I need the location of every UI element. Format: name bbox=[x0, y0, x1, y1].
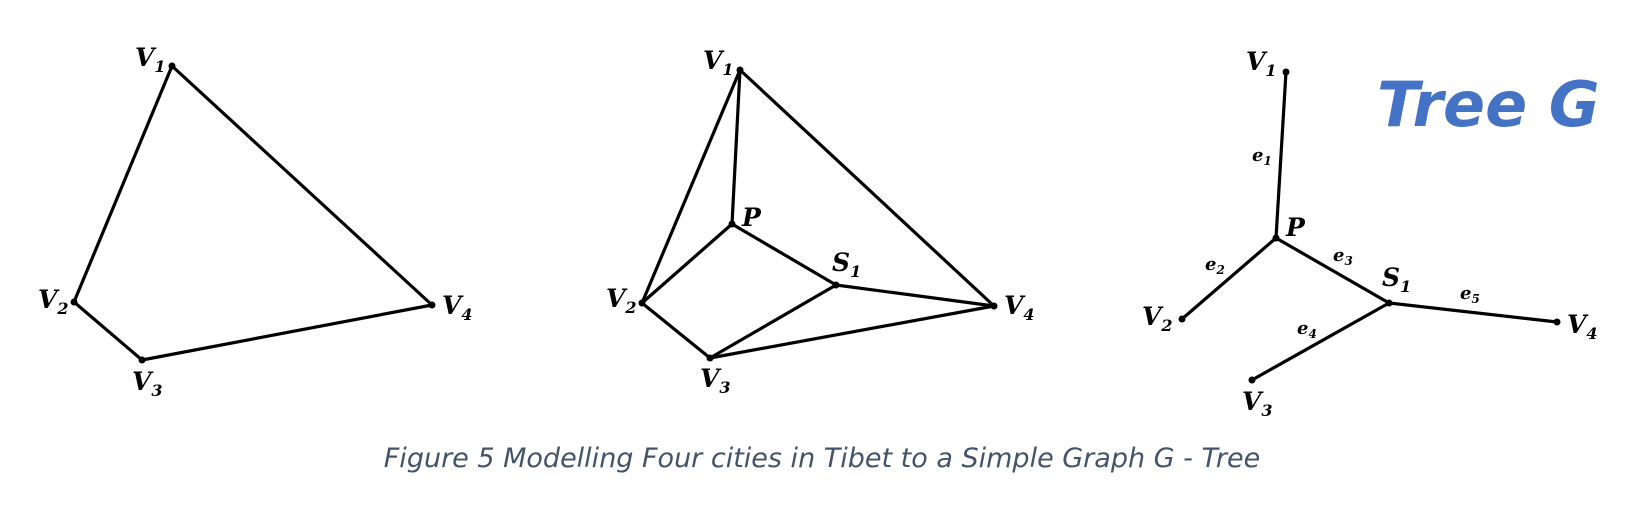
edge-v1-v2 bbox=[640, 68, 742, 305]
figure-caption: Figure 5 Modelling Four cities in Tibet … bbox=[383, 443, 1261, 474]
edge-v3-v4 bbox=[140, 303, 434, 362]
edge-e5 bbox=[1387, 301, 1559, 324]
label-e5: e5 bbox=[1460, 283, 1480, 306]
vertex-v1 bbox=[168, 62, 176, 70]
vertex-v2 bbox=[70, 298, 78, 306]
tree-title: Tree G bbox=[1377, 68, 1600, 141]
edge-v1-v2 bbox=[72, 64, 174, 304]
edge-s1-v4 bbox=[834, 283, 996, 308]
label-e1: e1 bbox=[1252, 145, 1272, 168]
label-v1: V1 bbox=[135, 43, 166, 76]
vertex-s1 bbox=[1385, 299, 1393, 307]
edge-e3 bbox=[1274, 236, 1391, 305]
diagram-quadrilateral: V1 V2 V3 V4 bbox=[38, 43, 473, 400]
label-e3: e3 bbox=[1333, 245, 1353, 268]
vertex-v3 bbox=[706, 354, 714, 362]
label-e2: e2 bbox=[1205, 254, 1225, 277]
label-v2: V2 bbox=[606, 284, 637, 317]
edge-v4-v1 bbox=[170, 64, 434, 307]
vertex-p bbox=[1272, 234, 1280, 242]
label-p: P bbox=[1285, 213, 1306, 242]
vertex-s1 bbox=[832, 281, 840, 289]
label-v3: V3 bbox=[132, 367, 163, 400]
label-v3: V3 bbox=[700, 364, 731, 397]
vertex-v1 bbox=[736, 66, 744, 74]
label-v1: V1 bbox=[703, 46, 734, 79]
edge-v1-v4 bbox=[738, 68, 996, 308]
vertex-v2 bbox=[638, 299, 646, 307]
edge-p-v2 bbox=[640, 222, 734, 305]
edge-v3-v4 bbox=[708, 304, 996, 360]
edge-e1 bbox=[1274, 70, 1288, 240]
vertex-v4 bbox=[428, 301, 436, 309]
vertex-v4 bbox=[990, 302, 998, 310]
label-p: P bbox=[741, 203, 762, 232]
edge-v2-v3 bbox=[640, 301, 712, 360]
label-v3: V3 bbox=[1242, 387, 1273, 420]
diagram-steiner-graph: V1 P S1 V2 V3 V4 bbox=[606, 46, 1035, 397]
edge-e2 bbox=[1180, 236, 1278, 321]
vertex-v3 bbox=[138, 356, 146, 364]
vertex-v2 bbox=[1178, 315, 1186, 323]
edge-p-s1 bbox=[730, 222, 838, 287]
label-v4: V4 bbox=[1004, 291, 1035, 324]
edge-s1-v3 bbox=[708, 283, 838, 360]
vertex-v4 bbox=[1553, 318, 1561, 326]
vertex-v3 bbox=[1248, 376, 1256, 384]
label-v1: V1 bbox=[1246, 47, 1277, 80]
label-v4: V4 bbox=[1567, 310, 1598, 343]
edge-v1-p bbox=[730, 68, 742, 226]
label-v4: V4 bbox=[442, 291, 473, 324]
label-v2: V2 bbox=[1142, 302, 1173, 335]
edge-v2-v3 bbox=[72, 300, 144, 362]
label-v2: V2 bbox=[38, 285, 69, 318]
edge-e4 bbox=[1250, 301, 1391, 382]
label-s1: S1 bbox=[832, 248, 861, 281]
label-e4: e4 bbox=[1297, 318, 1317, 341]
label-s1: S1 bbox=[1382, 263, 1411, 296]
vertex-p bbox=[728, 220, 736, 228]
diagram-tree: V1 P S1 V2 V3 V4 e1 e2 e3 e4 e5 Tree G bbox=[1142, 47, 1600, 420]
vertex-v1 bbox=[1282, 68, 1290, 76]
